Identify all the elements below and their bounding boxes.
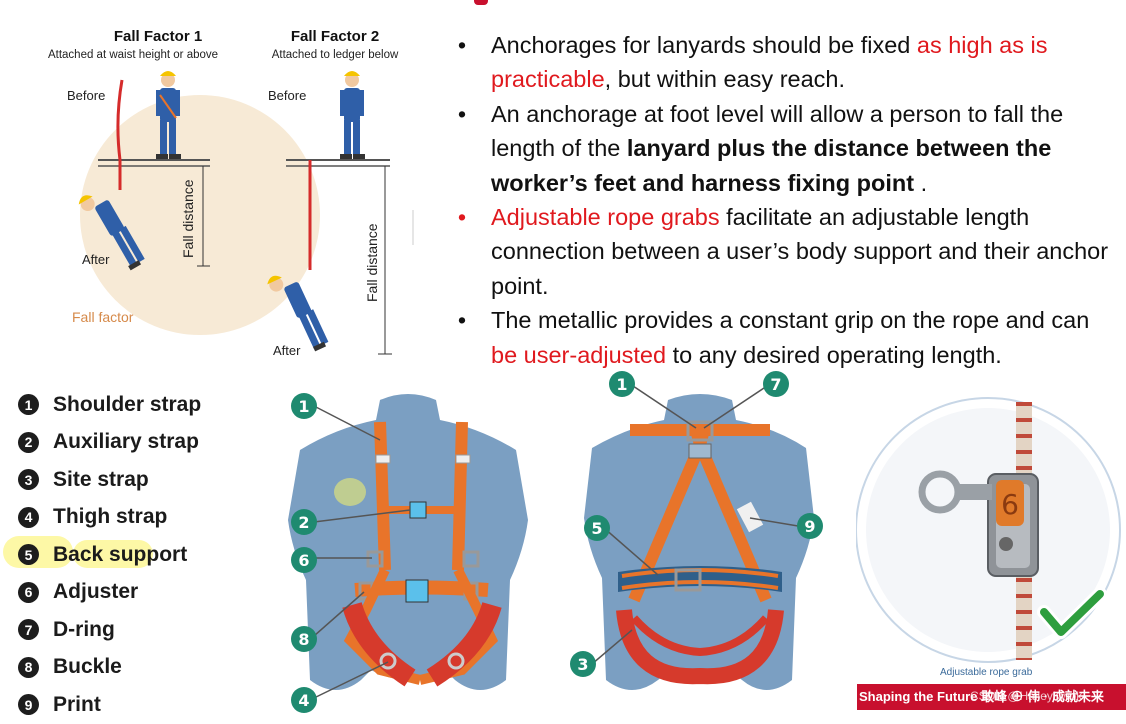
fall-factor-illustration bbox=[78, 71, 414, 355]
svg-text:7: 7 bbox=[770, 375, 781, 394]
svg-text:5: 5 bbox=[591, 519, 602, 538]
ff1-title: Fall Factor 1 bbox=[113, 28, 203, 45]
svg-text:6: 6 bbox=[1001, 488, 1019, 521]
svg-text:4: 4 bbox=[298, 691, 309, 710]
svg-text:8: 8 bbox=[298, 630, 309, 649]
highlight-mark bbox=[73, 540, 153, 568]
top-accent-mark bbox=[474, 0, 488, 5]
fall-factor-caption: Fall factor bbox=[72, 309, 134, 325]
bullet-item: •Adjustable rope grabs facilitate an adj… bbox=[452, 200, 1120, 303]
svg-text:3: 3 bbox=[577, 655, 588, 674]
front-callout-4: 4 bbox=[291, 687, 317, 713]
rope-grab-caption: Adjustable rope grab bbox=[940, 667, 1033, 678]
svg-text:1: 1 bbox=[616, 375, 627, 394]
front-callout-6: 6 bbox=[291, 547, 317, 573]
footer-text: Shaping the Future 敢峰 ⊕ 伟 · 成就未来 bbox=[859, 689, 1104, 704]
ff1-before-label: Before bbox=[67, 88, 106, 103]
ff1-fall-distance-label: Fall distance bbox=[180, 179, 196, 258]
harness-front-illustration: 1 2 6 8 4 bbox=[288, 393, 528, 713]
fall-factor-diagram: Fall Factor 1 Attached at waist height o… bbox=[0, 0, 420, 370]
ff1-after-label: After bbox=[82, 252, 110, 267]
back-callout-5: 5 bbox=[584, 515, 610, 541]
bullet-dot: • bbox=[457, 307, 467, 334]
front-callout-1: 1 bbox=[291, 393, 317, 419]
front-callout-8: 8 bbox=[291, 626, 317, 652]
worker-fallen-1 bbox=[78, 195, 145, 271]
bullet-item: •Anchorages for lanyards should be fixed… bbox=[452, 28, 1120, 97]
harness-back-illustration: 1 7 5 9 3 bbox=[570, 371, 823, 690]
worker-standing-1 bbox=[156, 71, 181, 159]
svg-text:6: 6 bbox=[298, 551, 309, 570]
ff2-before-label: Before bbox=[268, 88, 307, 103]
svg-text:2: 2 bbox=[298, 513, 309, 532]
bullet-dot: • bbox=[457, 204, 467, 231]
footer-banner: Shaping the Future 敢峰 ⊕ 伟 · 成就未来 bbox=[857, 684, 1126, 710]
worker-standing-2 bbox=[340, 71, 365, 159]
front-callout-2: 2 bbox=[291, 509, 317, 535]
ff2-subtitle: Attached to ledger below bbox=[271, 49, 399, 61]
svg-text:9: 9 bbox=[804, 517, 815, 536]
worker-fallen-2 bbox=[267, 275, 329, 352]
back-callout-9: 9 bbox=[797, 513, 823, 539]
ff2-fall-distance-label: Fall distance bbox=[364, 223, 380, 302]
back-callout-7: 7 bbox=[763, 371, 789, 397]
rope-grab-illustration: 6 bbox=[856, 397, 1121, 663]
svg-text:1: 1 bbox=[298, 397, 309, 416]
ff2-title: Fall Factor 2 bbox=[290, 28, 380, 45]
bullet-dot: • bbox=[457, 100, 467, 127]
bullet-item: •The metallic provides a constant grip o… bbox=[452, 303, 1120, 372]
bullet-item: •An anchorage at foot level will allow a… bbox=[452, 97, 1120, 200]
bullet-list: •Anchorages for lanyards should be fixed… bbox=[452, 28, 1120, 372]
back-callout-3: 3 bbox=[570, 651, 596, 677]
bullet-dot: • bbox=[457, 32, 467, 58]
ff1-subtitle: Attached at waist height or above bbox=[47, 49, 219, 61]
back-callout-1: 1 bbox=[609, 371, 635, 397]
watermark: CSDN @HaileyKwok bbox=[970, 689, 1083, 703]
ff2-after-label: After bbox=[273, 343, 301, 358]
